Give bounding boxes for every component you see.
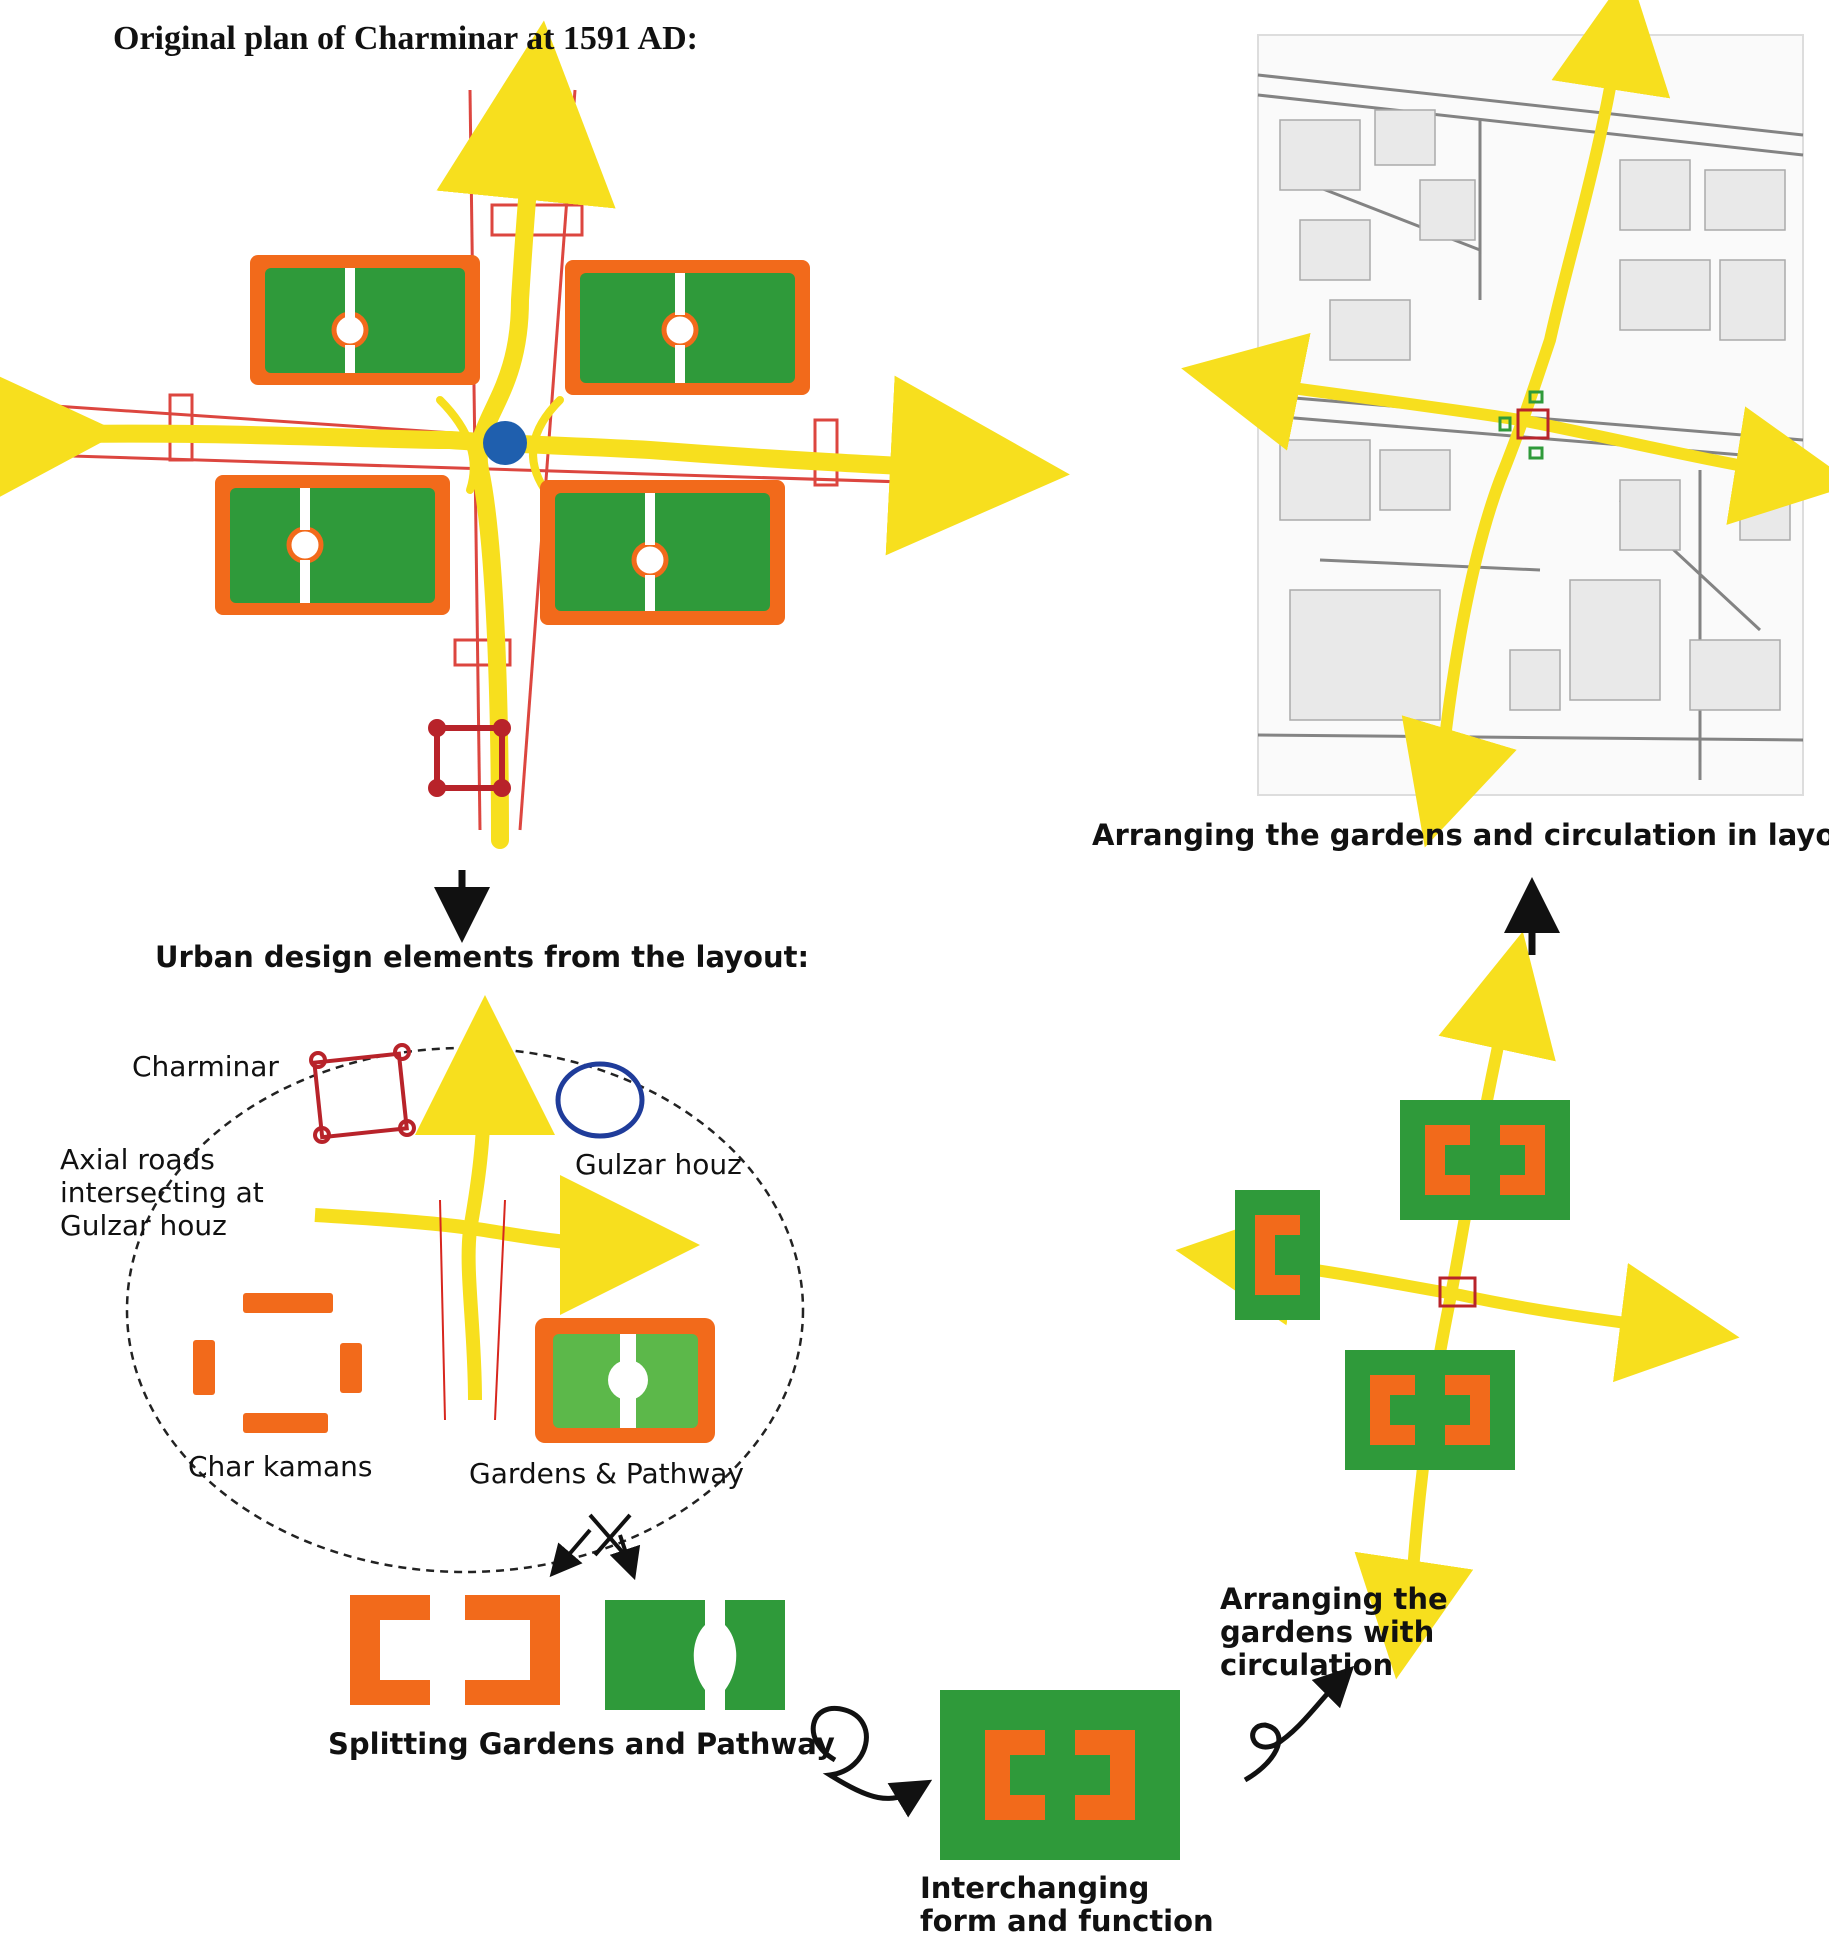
char-kamans-element — [193, 1293, 362, 1433]
split-pathway — [350, 1595, 560, 1705]
charminar-label: Charminar — [132, 1050, 279, 1083]
axial-roads-element — [314, 995, 700, 1421]
charminar-marker — [428, 719, 511, 797]
split-garden — [605, 1600, 785, 1710]
curl-arrow-icon — [810, 1705, 933, 1818]
gulzar-houz-marker — [483, 421, 527, 465]
urban-elements-title: Urban design elements from the layout: — [155, 940, 810, 974]
charminar-element — [309, 1043, 416, 1144]
interchanged-block — [940, 1690, 1180, 1860]
garden-block-se — [540, 480, 785, 625]
original-plan-sketch — [0, 20, 1070, 849]
curl-arrow-icon — [1243, 1665, 1355, 1783]
axial-roads-label: Axial roads intersecting at Gulzar houz — [60, 1143, 264, 1242]
garden-block-sw — [215, 475, 450, 615]
gardens-pathway-label: Gardens & Pathway — [469, 1457, 744, 1490]
arranging-circulation-title: Arranging the gardens with circulation — [1220, 1582, 1448, 1682]
gulzar-houz-element — [555, 1061, 645, 1139]
garden-pathway-element — [535, 1318, 715, 1443]
original-plan-title: Original plan of Charminar at 1591 AD: — [113, 20, 698, 57]
garden-block-ne — [565, 260, 810, 395]
interchanging-title: Interchanging form and function — [920, 1871, 1214, 1938]
gulzar-houz-label: Gulzar houz — [575, 1148, 742, 1181]
scissors-icon — [549, 1513, 641, 1581]
garden-block-nw — [250, 255, 480, 385]
splitting-title: Splitting Gardens and Pathway — [328, 1727, 835, 1761]
char-kamans-label: Char kamans — [188, 1450, 373, 1483]
arranged-circulation-sketch — [1175, 931, 1740, 1680]
arranging-layout-title: Arranging the gardens and circulation in… — [1092, 818, 1829, 852]
urban-map — [1181, 0, 1829, 848]
